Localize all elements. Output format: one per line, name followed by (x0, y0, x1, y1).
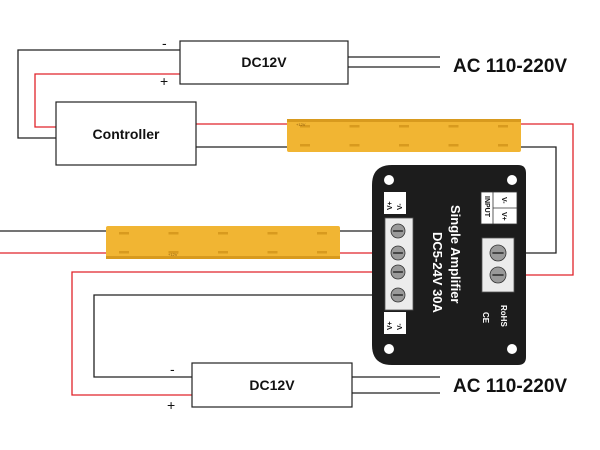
output-top-v-plus: V+ (387, 201, 394, 210)
power-supply-bottom-minus: - (170, 361, 175, 377)
led-strip-top-body (287, 119, 521, 152)
top-wires (17, 49, 574, 276)
strip-to-input-negative-wire (511, 146, 557, 254)
strip-pad (448, 125, 459, 128)
power-supply-top-label: DC12V (241, 54, 287, 70)
psu-top-negative-wire (17, 49, 180, 139)
strip-pad (448, 144, 459, 147)
amplifier-mount-hole-bottom-left (384, 344, 394, 354)
power-supply-bottom-label: DC12V (249, 377, 295, 393)
led-strip-top: +12V (287, 119, 521, 152)
led-strip-bottom-marking: +12V (168, 252, 178, 257)
strip-pad (119, 251, 129, 254)
strip-pad (317, 251, 327, 254)
strip-pad (267, 232, 278, 235)
amplifier-mount-hole-bottom-right (507, 344, 517, 354)
strip-pad (349, 125, 360, 128)
strip-pad (498, 144, 508, 147)
controller: Controller (55, 101, 197, 166)
bottom-wires (0, 230, 440, 396)
led-strip-bottom: +12V (106, 226, 340, 259)
output-bottom-v-plus: V+ (387, 321, 394, 330)
output-top-v-minus: V- (397, 203, 404, 210)
power-supply-bottom-box (191, 362, 353, 408)
power-supply-bottom-plus: + (167, 397, 175, 413)
strip-pad (300, 125, 310, 128)
strip-pad (349, 144, 360, 147)
output-bottom-v-minus: V- (397, 323, 404, 330)
power-supply-top-box (179, 40, 349, 85)
psu-top-positive-wire (34, 73, 180, 128)
input-v-plus: V+ (500, 212, 507, 221)
strip-pad (218, 251, 228, 254)
power-supply-top-minus: - (162, 35, 167, 51)
ce-mark: CE (481, 312, 490, 324)
psu-bottom-positive-wire (71, 271, 393, 396)
strip-pad (399, 144, 409, 147)
power-supply-top-mains-label: AC 110-220V (453, 56, 567, 77)
strip-pad (168, 232, 179, 235)
strip-pad (300, 144, 310, 147)
controller-label: Controller (93, 126, 160, 142)
strip-pad (168, 251, 179, 254)
power-supply-bottom: DC12V - + AC 110-220V (167, 361, 567, 413)
input-terminal-screws (489, 244, 507, 284)
power-supply-top-plus: + (160, 73, 168, 89)
output-bottom-tag (384, 312, 406, 334)
led-strip-bottom-edge (106, 256, 340, 259)
strip-pad (218, 232, 228, 235)
strip-to-input-positive-wire (511, 123, 574, 276)
psu-bottom-negative-wire (93, 294, 393, 378)
rohs-mark: RoHS (499, 305, 508, 327)
output-top-tag (384, 192, 406, 214)
led-strip-top-pads (300, 125, 508, 147)
led-strip-top-edge (287, 119, 521, 122)
output-terminal-screws (390, 223, 406, 303)
input-v-minus: V- (500, 197, 507, 204)
strip-pad (317, 232, 327, 235)
power-supply-bottom-mains-label: AC 110-220V (453, 376, 567, 397)
led-strip-bottom-pads (119, 232, 327, 254)
led-strip-top-marking: +12V (296, 122, 306, 127)
strip-pad (119, 232, 129, 235)
led-strip-bottom-body (106, 226, 340, 259)
single-amplifier: V+ V- V+ V- Single Amplifier DC5-24V 30A… (372, 165, 526, 365)
amplifier-rating: DC5-24V 30A (430, 232, 445, 314)
input-label: INPUT (483, 196, 490, 218)
amplifier-title: Single Amplifier (448, 205, 463, 303)
strip-pad (399, 125, 409, 128)
controller-box (55, 101, 197, 166)
strip-pad (267, 251, 278, 254)
amplifier-mount-hole-top-left (384, 175, 394, 185)
amplifier-mount-hole-top-right (507, 175, 517, 185)
strip-pad (498, 125, 508, 128)
power-supply-top: DC12V - + AC 110-220V (160, 35, 567, 89)
